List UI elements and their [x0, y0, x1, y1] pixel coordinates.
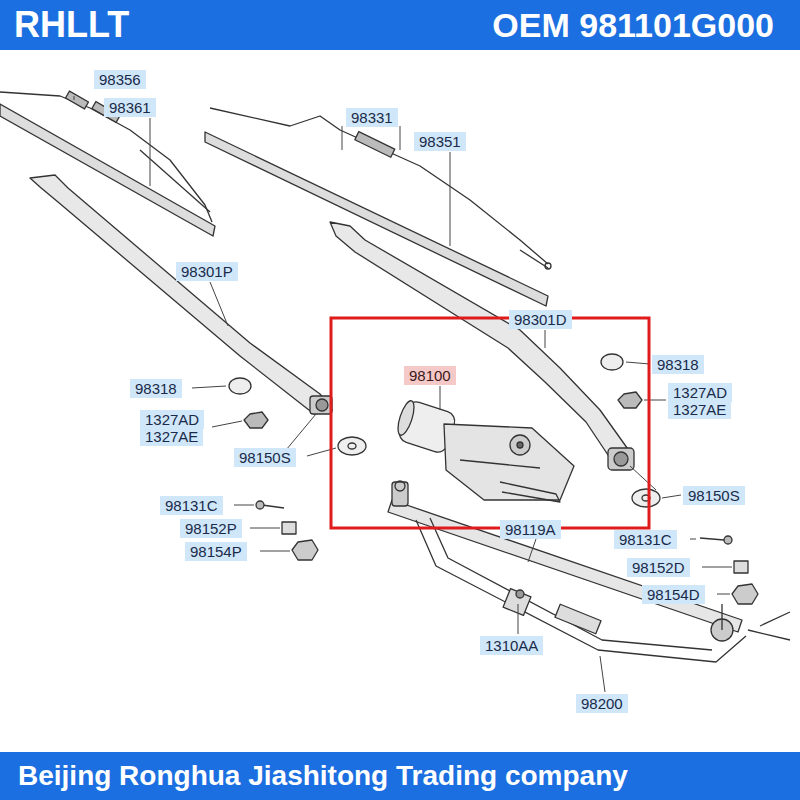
callout-number: 98119A [500, 520, 561, 539]
callout-number: 98351 [414, 132, 466, 151]
callout-number: 98154D [642, 585, 705, 604]
callout-number: 1327AE [140, 427, 203, 446]
callout-number: 98356 [94, 70, 146, 89]
callout-number: 98152D [627, 558, 690, 577]
callout-number: 1327AE [668, 400, 731, 419]
callout-number: 98361 [104, 98, 156, 117]
callout-number: 98100 [404, 366, 456, 385]
callout-number: 1310AA [480, 636, 543, 655]
callout-number: 98331 [346, 108, 398, 127]
brand-name: RHLLT [14, 4, 129, 46]
callout-number: 98150S [683, 486, 745, 505]
header-band: RHLLT OEM 981101G000 [0, 0, 800, 50]
footer-band: Beijing Ronghua Jiashitong Trading compa… [0, 752, 800, 800]
callout-number: 98318 [130, 379, 182, 398]
callout-number: 98301D [509, 310, 572, 329]
callout-number: 98200 [576, 694, 628, 713]
callout-number: 98152P [180, 519, 242, 538]
oem-number: OEM 981101G000 [492, 6, 774, 45]
callout-number: 98301P [176, 262, 238, 281]
callout-number: 98150S [234, 448, 296, 467]
company-name: Beijing Ronghua Jiashitong Trading compa… [18, 760, 628, 792]
callout-number: 98318 [652, 355, 704, 374]
callout-number: 98131C [160, 496, 223, 515]
callout-number: 98154P [185, 542, 247, 561]
callout-number: 98131C [614, 530, 677, 549]
